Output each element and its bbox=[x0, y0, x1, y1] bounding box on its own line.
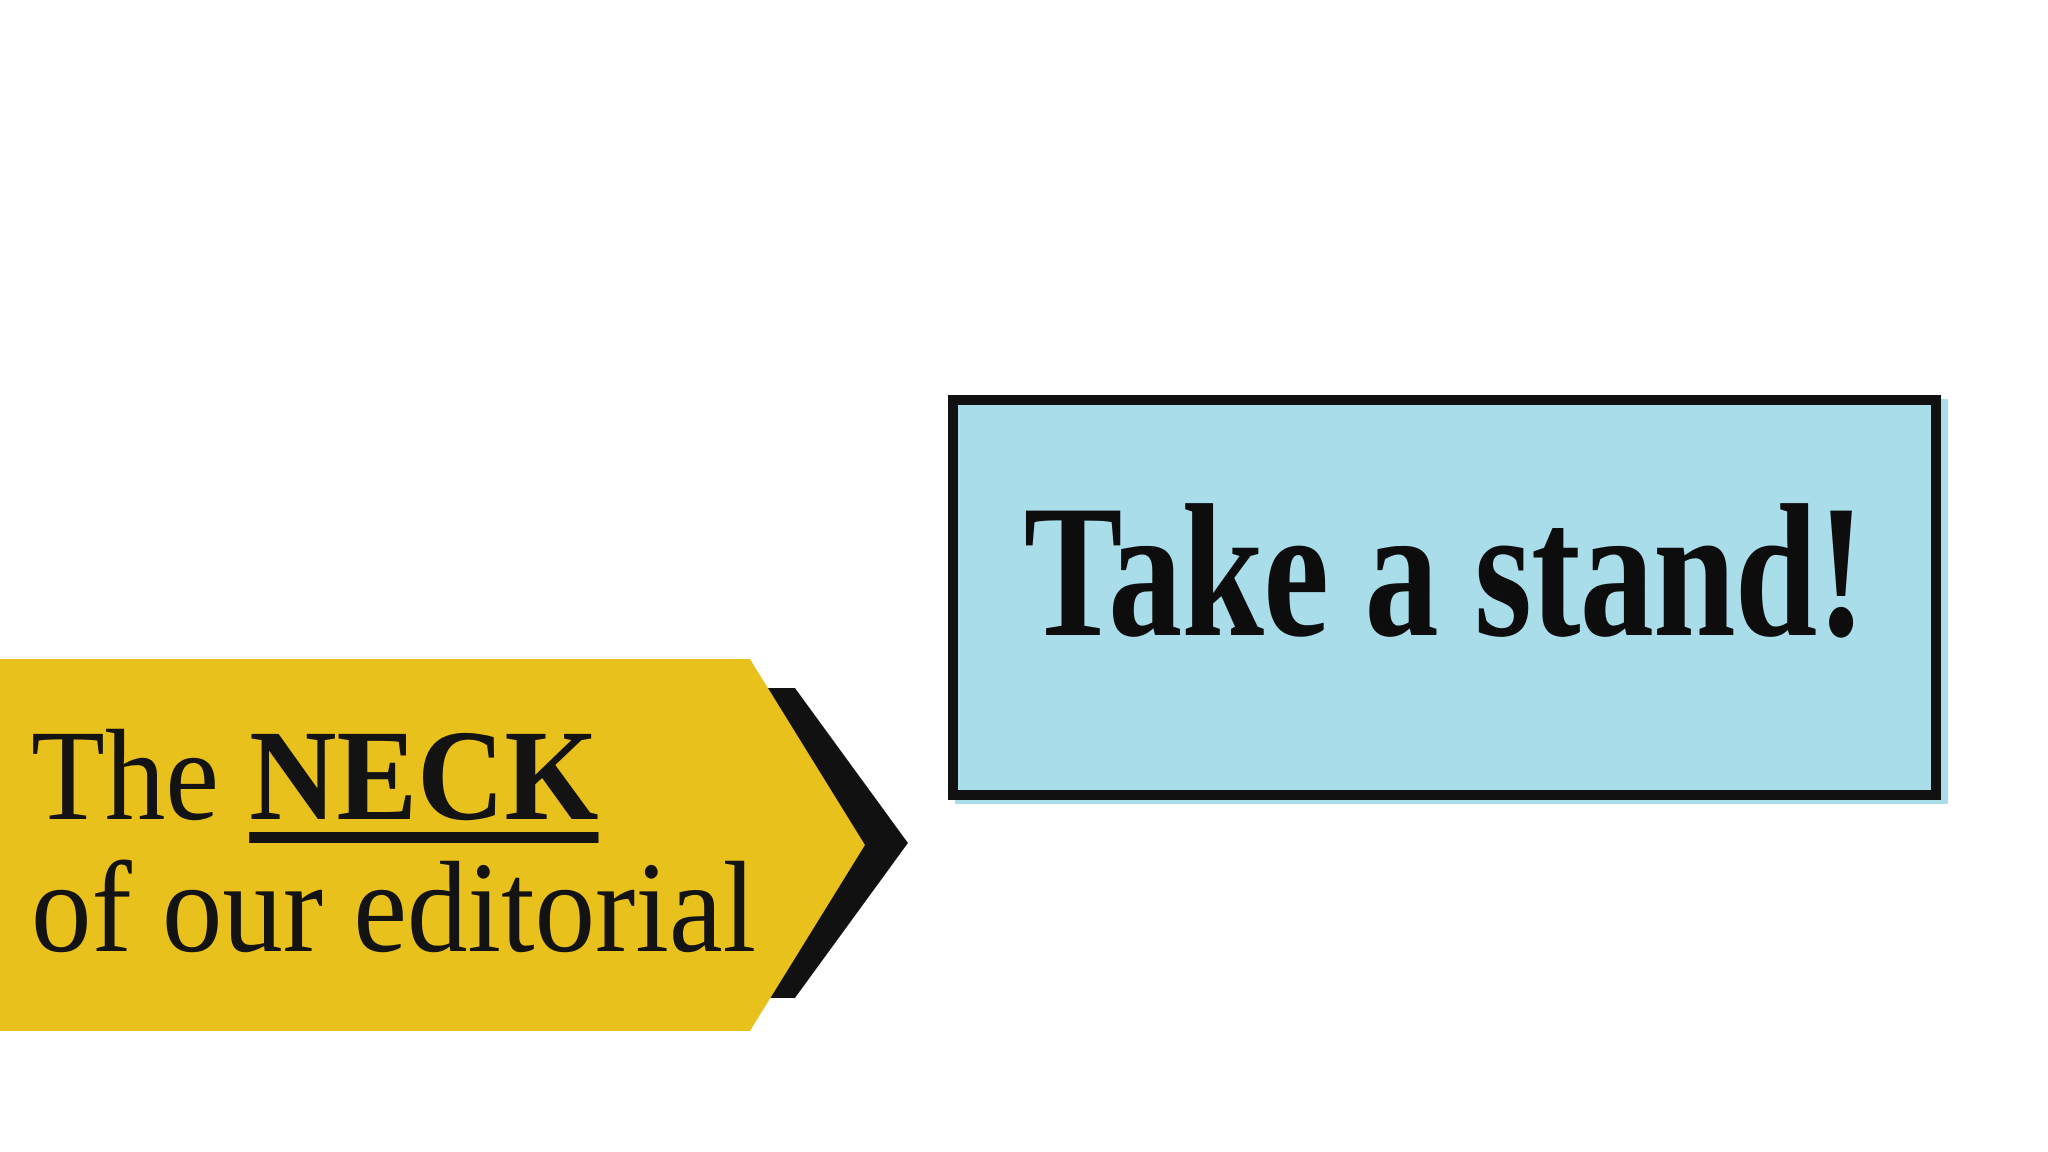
banner-line2: of our editorial bbox=[31, 836, 757, 980]
banner-keyword-underlined: NECK bbox=[249, 704, 599, 848]
banner-shape bbox=[0, 659, 865, 1031]
take-a-stand-box: Take a stand! bbox=[948, 395, 1941, 800]
banner-line1-prefix: The bbox=[31, 704, 250, 848]
take-a-stand-text: Take a stand! bbox=[1023, 466, 1866, 677]
banner-line1: The NECK bbox=[31, 704, 598, 848]
banner-label: The NECK of our editorial bbox=[31, 710, 756, 974]
